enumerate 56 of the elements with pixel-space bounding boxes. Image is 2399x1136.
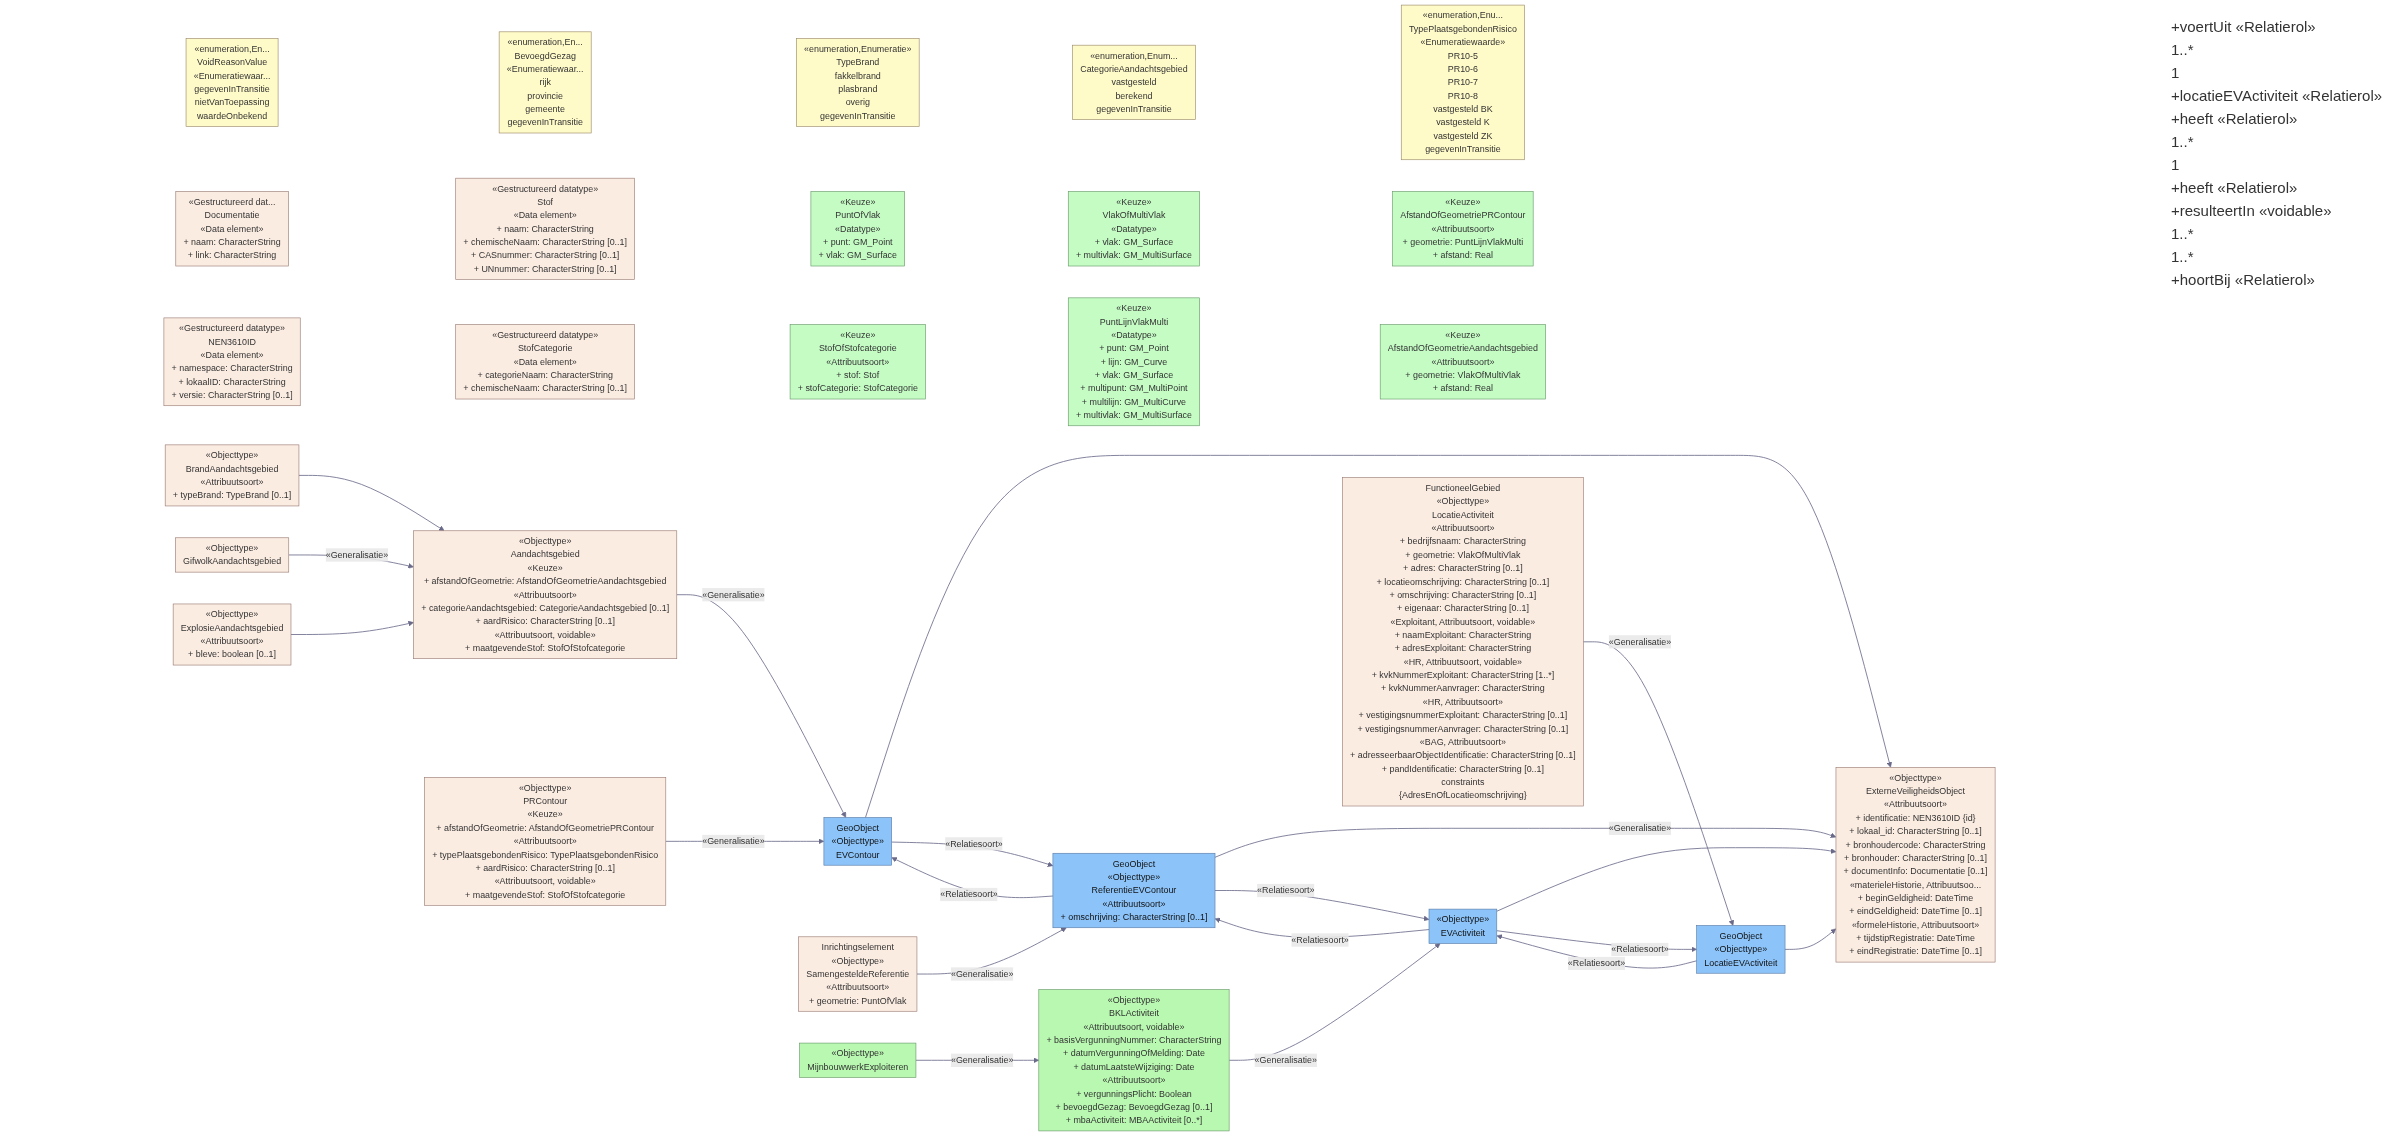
node-box	[823, 817, 892, 866]
edge-label: «Relatiesoort»	[1567, 958, 1626, 969]
edge-label: «Relatiesoort»	[1291, 934, 1349, 945]
node-box	[1067, 297, 1200, 427]
node-box	[1379, 324, 1546, 400]
association-end-label: 1..*	[2171, 248, 2195, 265]
node-box	[424, 777, 667, 906]
association-end-label: +hoortBij «Relatierol»	[2171, 271, 2316, 288]
node-box	[1052, 852, 1216, 929]
node-box	[789, 324, 926, 400]
edge-label: «Relatiesoort»	[945, 838, 1003, 849]
association-end-label: +voertUit «Relatierol»	[2171, 18, 2317, 35]
node-box	[172, 603, 292, 666]
node-box	[1400, 4, 1525, 161]
node-box	[796, 38, 920, 127]
association-end-label: 1	[2171, 156, 2181, 173]
node-box	[1038, 989, 1230, 1132]
edge-label: «Relatiesoort»	[1257, 885, 1315, 896]
node-box	[413, 530, 678, 659]
edge-label: «Generalisatie»	[325, 549, 389, 560]
node-box	[1428, 908, 1498, 944]
node-box	[455, 324, 635, 400]
edge-label: «Generalisatie»	[1254, 1054, 1317, 1066]
association-end-label: 1..*	[2171, 133, 2195, 150]
node-box	[798, 936, 918, 1012]
node-box	[799, 1042, 917, 1078]
edge-label: «Generalisatie»	[950, 1054, 1014, 1066]
node-box	[1392, 191, 1534, 267]
node-box	[164, 444, 300, 507]
node-box	[1342, 477, 1584, 807]
node-box	[175, 191, 289, 267]
association-end-label: 1	[2171, 64, 2181, 81]
node-box	[185, 38, 279, 127]
association-end-label: +heeft «Relatierol»	[2171, 179, 2299, 196]
association-end-label: 1..*	[2171, 225, 2195, 242]
node-box	[498, 31, 592, 134]
node-box	[1835, 767, 1996, 963]
edge-label: «Generalisatie»	[1608, 636, 1672, 647]
node-box	[1072, 44, 1196, 120]
node-box	[163, 317, 301, 407]
node-box	[1696, 925, 1786, 974]
node-box	[455, 177, 635, 280]
edge-label: «Generalisatie»	[950, 968, 1014, 979]
association-end-label: +heeft «Relatierol»	[2171, 110, 2299, 127]
edge-label: «Generalisatie»	[702, 589, 765, 600]
node-box	[175, 537, 290, 573]
node-box	[1067, 191, 1200, 267]
edge-label: «Relatiesoort»	[940, 889, 998, 900]
association-end-label: +locatieEVActiviteit «Relatierol»	[2171, 87, 2384, 104]
node-box	[810, 191, 905, 267]
edge-label: «Relatiesoort»	[1611, 943, 1669, 955]
edge-label: «Generalisatie»	[1608, 822, 1672, 834]
class-diagram: «Generalisatie» «Generalisatie» «Generalisatie» «Generalisatie» «Generalisatie» «Relatiesoort» «Relatiesoort» «Relatiesoort» «Relatiesoort» «Relatiesoort» «Generalisatie» «Relatiesoort» «Generalisatie» «Generalisatie» «enumeration,Enu... TypePlaatsgebondenRisico «Enumeratiewaarde» PR10-5 PR10-6 PR10-7 PR10-8 vastgesteld BK vastgesteld K vastgesteld ZK gegevenInTransitie «enumeration,En... VoidReasonValue «Enumeratiewaar... gegevenInTransitie nietVanToepassing waardeOnbekend «enumeration,En... BevoegdGezag «Enumeratiewaar... rijk provincie gemeente gegevenInTransitie «enumeration,Enumeratie» TypeBrand fakkelbrand plasbrand overig gegevenInTransitie «enumeration,Enum... CategorieAandachtsgebied vastgesteld berekend gegevenInTransitie «Gestructureerd datatype» Stof «Data element» + naam: CharacterString + chemischeNaam: CharacterString [0..1] + CASnummer: CharacterString [0..1] + UNnummer: CharacterString [0..1] «Gestructureerd dat... Documentatie «Data element» + naam: CharacterString + link: CharacterString «Keuze» PuntOfVlak «Datatype» + punt: GM_Point + vlak: GM_Surface «Keuze» VlakOfMultiVlak «Datatype» + vlak: GM_Surface + multivlak: GM_MultiSurface «Keuze» AfstandOfGeometriePRContour «Attribuutsoort» + geometrie: PuntLijnVlakMulti + afstand: Real «Keuze» PuntLijnVlakMulti «Datatype» + punt: GM_Point + lijn: GM_Curve + vlak: GM_Surface + multipunt: GM_MultiPoint + multilijn: GM_MultiCurve + multivlak: GM_MultiSurface «Gestructureerd datatype» NEN3610ID «Data element» + namespace: CharacterString + lokaalID: CharacterString + versie: CharacterString [0..1] «Gestructureerd datatype» StofCategorie «Data element» + categorieNaam: CharacterString + chemischeNaam: CharacterString [0..1] «Keuze» StofOfStofcategorie «Attribuutsoort» + stof: Stof + stofCategorie: StofCategorie «Keuze» AfstandOfGeometrieAandachtsgebied «Attribuutsoort» + geometrie: VlakOfMultiVlak + afstand: Real «Objecttype» BrandAandachtsgebied «Attribuutsoort» + typeBrand: TypeBrand [0..1] FunctioneelGebied «Objecttype» LocatieActiviteit «Attribuutsoort» + bedrijfsnaam: CharacterString + geometrie: VlakOfMultiVlak + adres: CharacterString [0..1] + locatieomschrijving: CharacterString [0..1] + omschrijving: CharacterString [0..1] + eigenaar: CharacterString [0..1] «Exploitant, Attribuutsoort, voidable» + naamExploitant: CharacterString + adresExploitant: CharacterString «HR, Attribuutsoort, voidable» + kvkNummerExploitant: CharacterString [1..*] + kvkNummerAanvrager: CharacterString «HR, Attribuutsoort» + vestigingsnummerExploitant: CharacterString [0..1] + vestigingsnummerAanvrager: CharacterString [0..1] «BAG, Attribuutsoort» + adresseerbaarObjectIdentificatie: CharacterString [0..1] + pandIdentificatie: CharacterString [0..1] constraints {AdresEnOfLocatieomschrijving} «Objecttype» GifwolkAandachtsgebied «Objecttype» Aandachtsgebied «Keuze» + afstandOfGeometrie: AfstandOfGeometrieAandachtsgebied «Attribuutsoort» + categorieAandachtsgebied: CategorieAandachtsgebied [0..1] + aardRisico: CharacterString [0..1] «Attribuutsoort, voidable» + maatgevendeStof: StofOfStofcategorie «Objecttype» ExplosieAandachtsgebied «Attribuutsoort» + bleve: boolean [0..1] «Objecttype» ExterneVeiligheidsObject «Attribuutsoort» + identificatie: NEN3610ID {id} + lokaal_id: CharacterString [0..1] + bronhoudercode: CharacterString + bronhouder: CharacterString [0..1] + documentInfo: Documentatie [0..1] «materieleHistorie, Attribuutsoo... + beginGeldigheid: DateTime + eindGeldigheid: DateTime [0..1] «formeleHistorie, Attribuutsoort» + tijdstipRegistratie: DateTime + eindRegistratie: DateTime [0..1] «Objecttype» PRContour «Keuze» + afstandOfGeometrie: AfstandOfGeometriePRContour «Attribuutsoort» + typePlaatsgebondenRisico: TypePlaatsgebondenRisico + aardRisico: CharacterString [0..1] «Attribuutsoort, voidable» + maatgevendeStof: StofOfStofcategorie GeoObject «Objecttype» EVContour GeoObject «Objecttype» ReferentieEVContour «Attribuutsoort» + omschrijving: CharacterString [0..1] «Objecttype» EVActiviteit GeoObject «Objecttype» LocatieEVActiviteit Inrichtingselement «Objecttype» SamengesteldeReferentie «Attribuutsoort» + geometrie: PuntOfVlak «Objecttype» BKLActiviteit «Attribuutsoort, voidable» + basisVergunningNummer: CharacterString + datumVergunningOfMelding: Date + datumLaatsteWijziging: Date «Attribuutsoort» + vergunningsPlicht: Boolean + bevoegdGezag: BevoegdGezag [0..1] + mbaActiviteit: MBAActiviteit [0..*] «Objecttype» MijnbouwwerkExploiteren	[0, 0, 2159, 1136]
association-end-label: +resulteertIn «voidable»	[2171, 202, 2333, 219]
edge-label: «Generalisatie»	[702, 835, 765, 847]
association-end-label: 1..*	[2171, 41, 2195, 58]
